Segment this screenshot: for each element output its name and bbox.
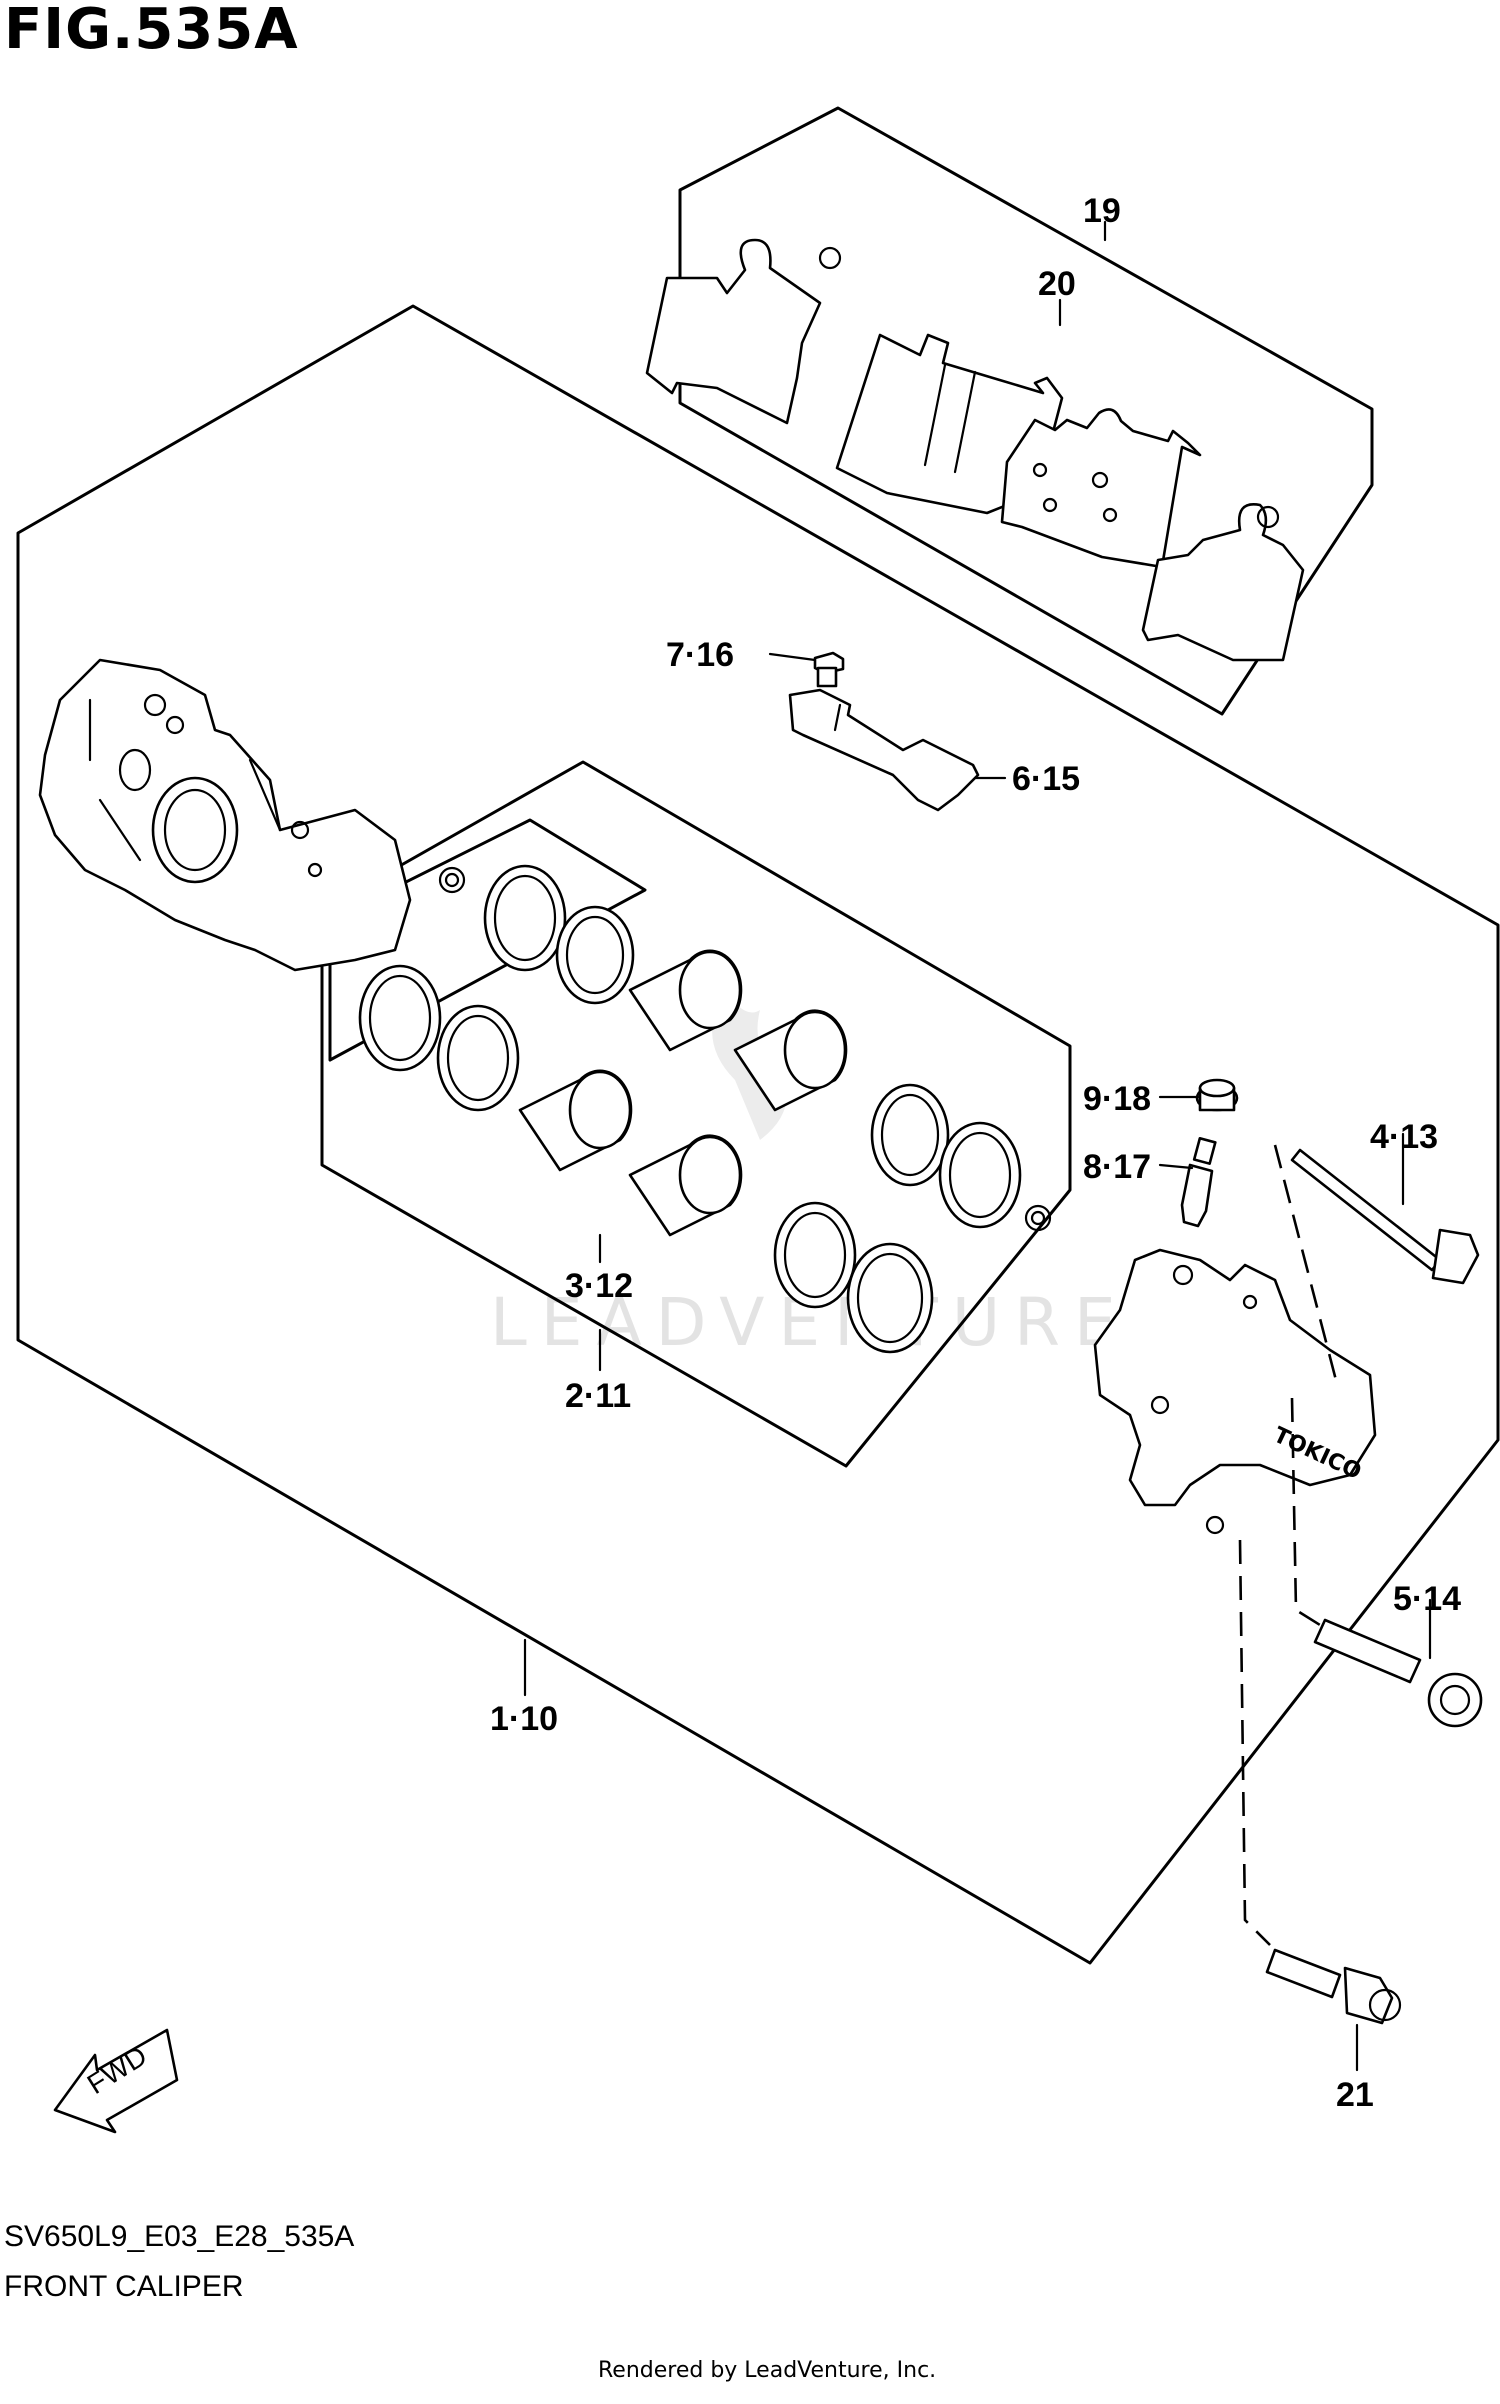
callout-3-12: 3·12: [565, 1267, 633, 1305]
brake-pad-shim-upper: [645, 238, 842, 425]
callout-8-17: 8·17: [1083, 1148, 1151, 1186]
caliper-half-outer: [38, 658, 412, 972]
callout-21: 21: [1336, 2076, 1374, 2114]
model-code: SV650L9_E03_E28_535A: [4, 2220, 355, 2253]
leader-7-16: [768, 652, 817, 662]
callout-2-11: 2·11: [565, 1377, 631, 1415]
callout-1-10: 1·10: [490, 1700, 558, 1738]
forward-arrow: FWD: [53, 2028, 179, 2134]
render-credit: Rendered by LeadVenture, Inc.: [598, 2358, 937, 2383]
bleeder-valve: [1180, 1136, 1217, 1228]
pad-spring-screw: [813, 651, 845, 688]
assembly-line-pad-pin: [1273, 1144, 1340, 1389]
callout-4-13: 4·13: [1370, 1118, 1438, 1156]
caliper-mounting-bolt: [1313, 1618, 1483, 1728]
caliper-body: TOKICO: [1093, 1248, 1377, 1535]
assembly-line-mount-bolt: [1290, 1397, 1321, 1627]
bleeder-cap: [1195, 1078, 1239, 1112]
assembly-line-flange-bolt: [1238, 1539, 1271, 1946]
figure-title: FIG.535A: [4, 0, 299, 62]
callout-5-14: 5·14: [1393, 1580, 1461, 1618]
brake-pad-shim-lower: [1141, 503, 1305, 662]
pad-spring: [788, 688, 980, 812]
leader-8-17: [1158, 1163, 1194, 1170]
brake-pad-right: [1000, 408, 1202, 569]
seal-kit-contents: [358, 864, 1052, 1354]
section-name: FRONT CALIPER: [4, 2270, 244, 2303]
pad-pin: [1290, 1148, 1480, 1285]
caliper-assembly-outline: [16, 304, 1500, 1965]
callout-9-18: 9·18: [1083, 1080, 1151, 1118]
flange-bolt: [1265, 1948, 1402, 2025]
callout-7-16: 7·16: [666, 636, 734, 674]
callout-19: 19: [1083, 192, 1121, 230]
callout-6-15: 6·15: [1012, 760, 1080, 798]
pad-set-outline: [678, 106, 1374, 716]
callout-20: 20: [1038, 265, 1076, 303]
